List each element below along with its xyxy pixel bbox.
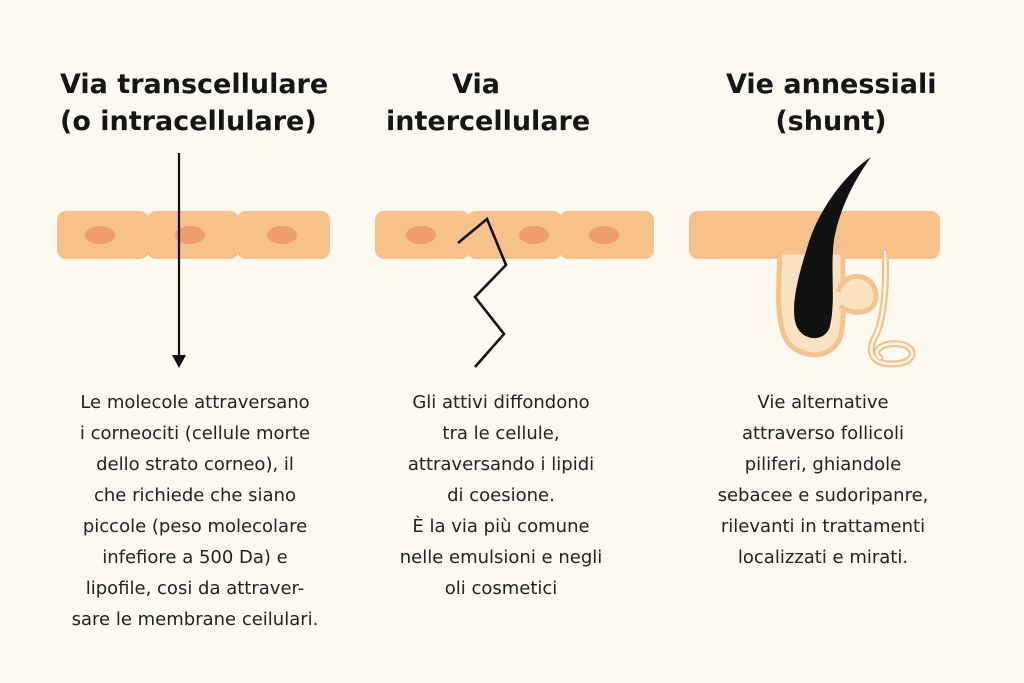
title-line: Via [452,69,500,100]
description-line: Le molecole attraversano [80,392,310,413]
hair-follicle-icon [794,157,871,339]
description-line: oli cosmetici [444,578,558,599]
straight-arrow-icon [172,153,186,368]
description-intercellular: Gli attivi diffondono tra le cellule, at… [366,387,636,604]
description-line: i corneociti (cellule morte [79,423,311,444]
description-appendageal: Vie alternative attraverso follicoli pil… [688,387,958,573]
intercellular-layer [375,211,654,368]
cell-nucleus [519,226,549,244]
corneocyte-cell [467,211,562,259]
description-line: che richiede che siano [93,485,297,506]
title-line: intercellulare [386,106,591,137]
description-transcellular: Le molecole attraversano i corneociti (c… [40,387,350,635]
description-line: sare le membrane ceilulari. [71,609,319,630]
description-line: È la via più comune [412,516,590,537]
appendageal-layer [689,157,940,368]
description-line: infefiore a 500 Da) e [102,547,288,568]
title-line: (shunt) [775,106,887,137]
cell-nucleus [175,226,205,244]
cell-nucleus [85,226,115,244]
description-line: dello strato corneo), il [96,454,294,475]
cell-nucleus [589,226,619,244]
description-line: Gli attivi diffondono [412,392,590,413]
title-intercellular: Via intercellulare [386,66,591,140]
cell-nucleus [267,226,297,244]
description-line: piccole (peso molecolare [82,516,308,537]
description-line: attraverso follicoli [741,423,905,444]
title-line: Via transcellulare [60,69,329,100]
sebaceous-gland [835,273,879,315]
description-line: rilevanti in trattamenti [720,516,926,537]
description-line: lipofile, cosi da attraver- [85,578,305,599]
description-line: Vie alternative [757,392,889,413]
title-appendageal: Vie annessiali (shunt) [726,66,937,140]
cell-nucleus [406,226,436,244]
description-line: piliferi, ghiandole [744,454,902,475]
description-line: nelle emulsioni e negli [399,547,603,568]
description-line: localizzati e mirati. [737,547,909,568]
description-line: di coesione. [447,485,555,506]
transcellular-layer [57,153,330,368]
title-line: (o intracellulare) [60,106,317,137]
description-line: tra le cellule, [442,423,560,444]
description-line: sebacee e sudoripanre, [717,485,929,506]
sweat-gland-duct-inner [870,250,914,366]
description-line: attraversando i lipidi [407,454,595,475]
title-line: Vie annessiali [726,69,937,100]
title-transcellular: Via transcellulare (o intracellulare) [60,66,328,140]
zigzag-path-icon [457,216,508,368]
